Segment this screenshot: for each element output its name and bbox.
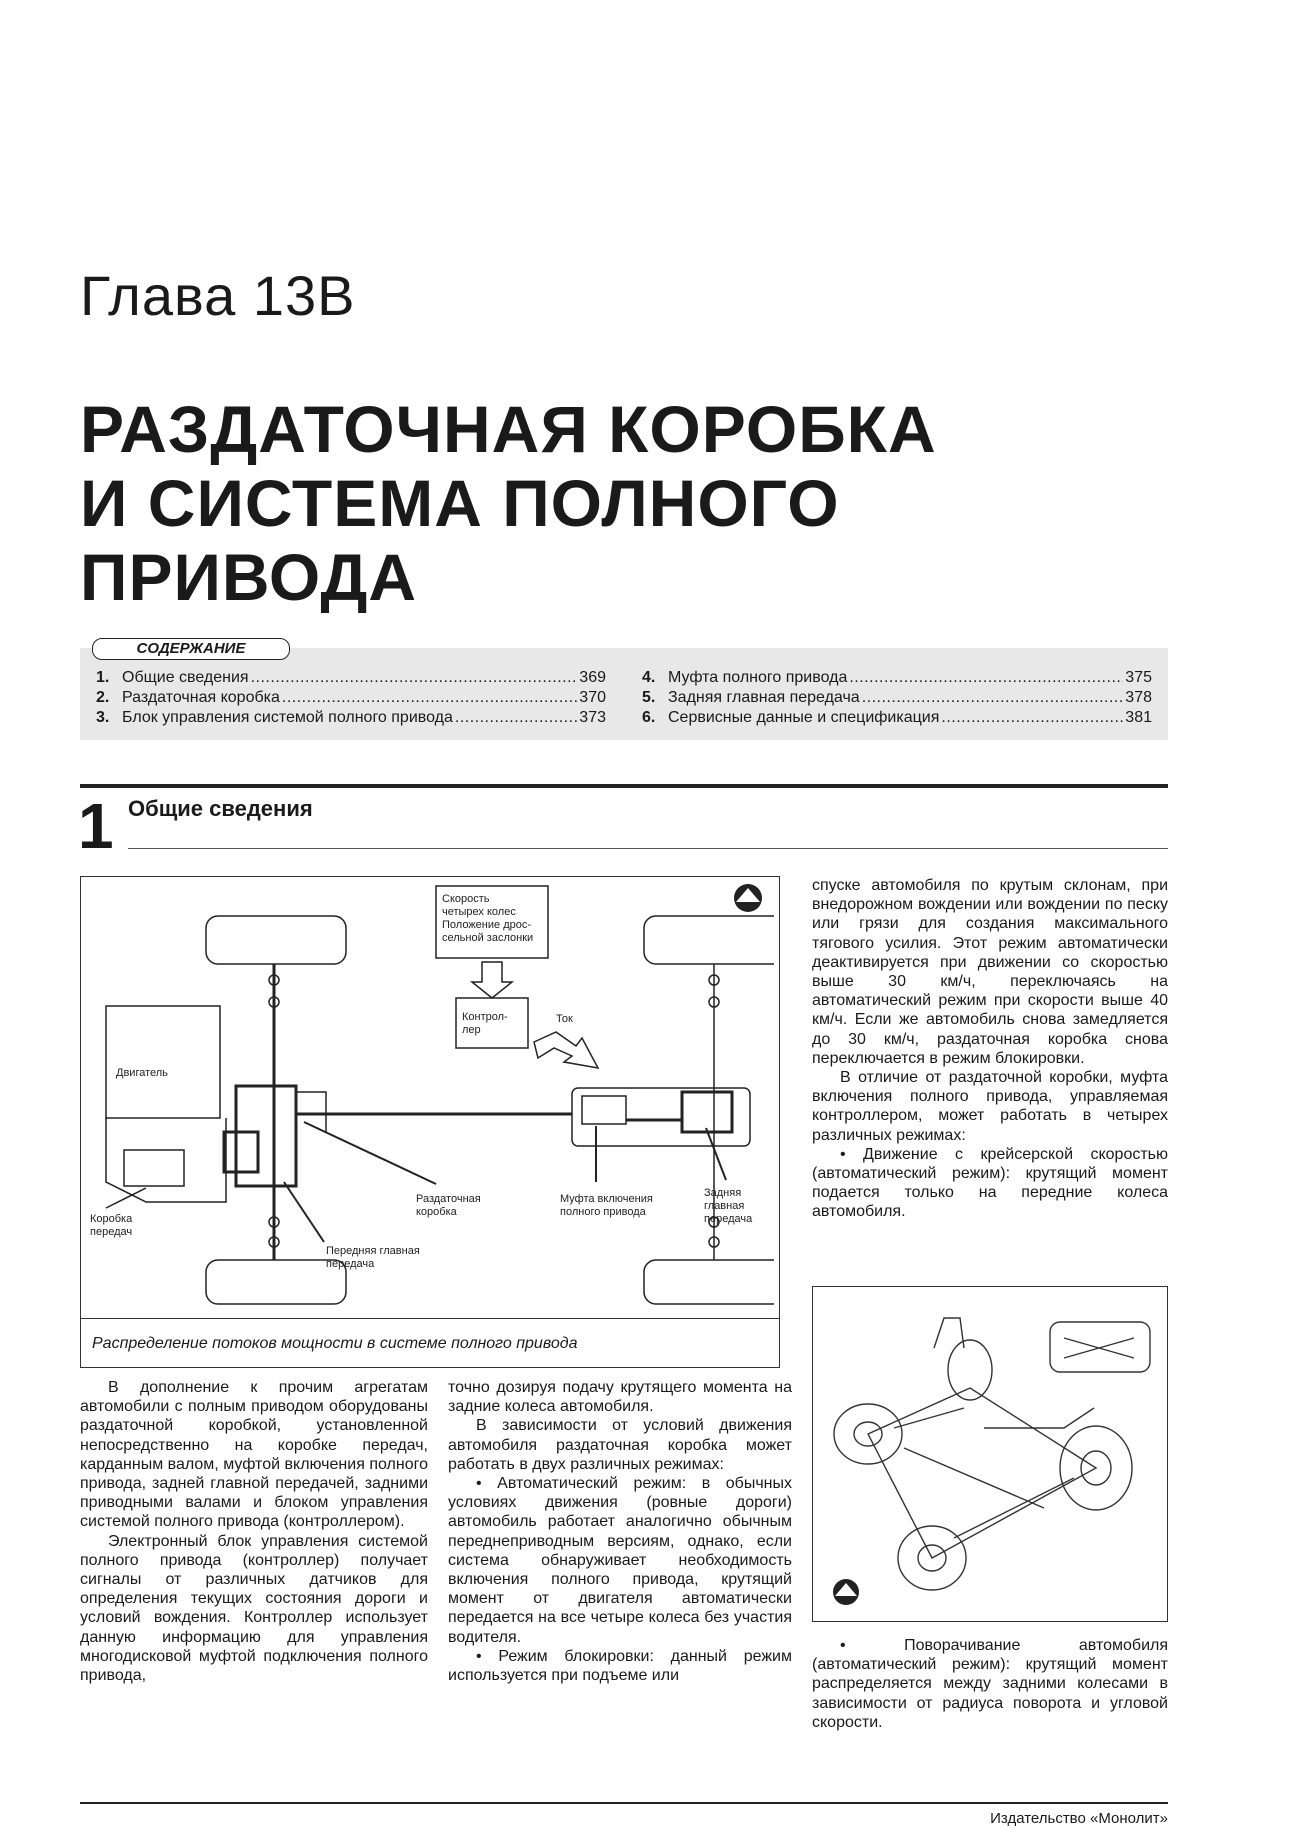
publisher-name: Издательство «Монолит» [990, 1810, 1168, 1827]
label-current: Ток [556, 1013, 573, 1025]
label-front-final-drive: Передняя главная [326, 1245, 420, 1257]
contents-item[interactable]: 1.Общие сведения369 [96, 668, 606, 688]
label-front-final-drive: передача [326, 1258, 375, 1270]
label-rear-final-drive: передача [704, 1213, 753, 1225]
paragraph: Электронный блок управления системой пол… [80, 1532, 428, 1685]
label-controller: Контрол- [462, 1011, 508, 1023]
rear-right-wheel [643, 1259, 774, 1305]
footer-rule [80, 1802, 1168, 1804]
contents-item[interactable]: 3.Блок управления системой полного приво… [96, 708, 606, 728]
figure-caption: Распределение потоков мощности в системе… [80, 1318, 780, 1368]
paragraph: • Автоматический режим: в обычных услови… [448, 1475, 792, 1646]
title-line: И СИСТЕМА ПОЛНОГО [80, 466, 840, 540]
contents-label: СОДЕРЖАНИЕ [92, 638, 290, 660]
paragraph: В зависимости от условий движения автомо… [448, 1417, 792, 1473]
section-underline [128, 848, 1168, 849]
label-coupling: полного привода [560, 1206, 647, 1218]
section-title: Общие сведения [128, 796, 313, 821]
publisher-logo-icon [734, 884, 762, 912]
label-engine: Двигатель [116, 1067, 168, 1079]
contents-item[interactable]: 6.Сервисные данные и спецификация381 [642, 708, 1152, 728]
paragraph: В дополнение к прочим агрегатам автомоби… [80, 1379, 428, 1531]
label-controller: лер [462, 1024, 481, 1036]
title-line: РАЗДАТОЧНАЯ КОРОБКА [80, 392, 937, 466]
paragraph: • Режим блокировки: данный режим использ… [448, 1647, 792, 1685]
title-line: ПРИВОДА [80, 540, 418, 614]
contents-item[interactable]: 5.Задняя главная передача378 [642, 688, 1152, 708]
front-right-wheel [205, 1259, 347, 1305]
text-column-1: В дополнение к прочим агрегатам автомоби… [80, 1378, 428, 1685]
label-inputs: Скорость [442, 893, 490, 905]
section-number: 1 [78, 790, 114, 862]
text-column-2: точно дозируя подачу крутящего момента н… [448, 1378, 792, 1685]
label-inputs: сельной заслонки [442, 932, 533, 944]
front-left-wheel [205, 915, 347, 965]
section-rule [80, 784, 1168, 788]
label-rear-final-drive: главная [704, 1200, 744, 1212]
label-transfer-box: коробка [416, 1206, 458, 1218]
label-transfer-box: Раздаточная [416, 1193, 481, 1205]
chassis-illustration [833, 1317, 1151, 1605]
rear-left-wheel [643, 915, 774, 965]
contents-column-right: 4.Муфта полного привода375 5.Задняя глав… [642, 668, 1152, 728]
label-inputs: Положение дрос- [442, 919, 531, 931]
contents-item[interactable]: 4.Муфта полного привода375 [642, 668, 1152, 688]
publisher-logo-icon [833, 1579, 859, 1605]
label-gearbox: Коробка [90, 1213, 133, 1225]
paragraph: спуске автомобиля по крутым склонам, при… [812, 877, 1168, 1067]
paragraph: • Движение с крейсерской скоростью (авто… [812, 1145, 1168, 1221]
text-column-3: спуске автомобиля по крутым склонам, при… [812, 876, 1168, 1222]
label-rear-final-drive: Задняя [704, 1187, 741, 1199]
chapter-title: РАЗДАТОЧНАЯ КОРОБКА И СИСТЕМА ПОЛНОГО ПР… [80, 392, 1180, 614]
label-inputs: четырех колес [442, 906, 516, 918]
drivetrain-diagram: Скорость четырех колес Положение дрос- с… [90, 884, 774, 1305]
paragraph: точно дозируя подачу крутящего момента н… [448, 1379, 792, 1416]
paragraph: • Поворачивание автомобиля (автоматическ… [812, 1637, 1168, 1731]
chassis-figure-frame [812, 1286, 1168, 1622]
contents-item[interactable]: 2.Раздаточная коробка370 [96, 688, 606, 708]
figure-frame [80, 876, 780, 1368]
contents-column-left: 1.Общие сведения369 2.Раздаточная коробк… [96, 668, 606, 728]
paragraph: В отличие от раздаточной коробки, муфта … [812, 1069, 1168, 1144]
text-column-3b: • Поворачивание автомобиля (автоматическ… [812, 1636, 1168, 1732]
label-coupling: Муфта включения [560, 1193, 653, 1205]
chapter-label: Глава 13В [80, 264, 356, 327]
label-gearbox: передач [90, 1226, 132, 1238]
